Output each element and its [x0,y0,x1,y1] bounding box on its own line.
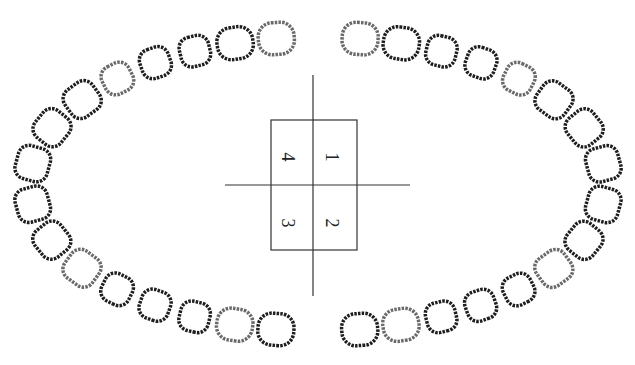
tooth-outline [136,44,174,82]
tooth-outline [341,21,379,56]
tooth-outline [462,286,500,324]
tooth-outline [498,269,538,309]
tooth-outline [531,76,578,123]
tooth-outline [462,44,500,82]
quadrant-number: 3 [279,218,297,227]
tooth-outline [12,183,53,224]
quadrant-number: 1 [323,152,341,161]
tooth-outline [423,299,459,335]
tooth-outline [583,143,624,184]
tooth-outline [97,58,137,98]
tooth-outline [177,33,213,69]
tooth-outline [214,306,254,343]
tooth-outline [215,25,255,62]
occlusal-line [225,184,410,185]
tooth-outline [257,312,295,347]
tooth-outline [59,245,106,292]
tooth-outline [530,245,577,292]
tooth-outline [28,217,75,264]
tooth-outline [583,184,624,226]
tooth-outline [257,21,295,56]
tooth-outline [423,33,459,69]
tooth-outline [341,312,379,347]
quadrant-number: 4 [279,152,297,161]
tooth-outline [97,269,137,309]
quadrant-number: 2 [323,218,341,227]
tooth-outline [12,143,53,185]
tooth-outline [499,59,539,99]
tooth-outline [176,299,212,335]
tooth-outline [561,104,608,151]
tooth-arch [12,21,623,347]
tooth-outline [381,25,421,62]
tooth-outline [59,76,106,123]
tooth-outline [381,306,421,343]
tooth-outline [136,286,174,324]
